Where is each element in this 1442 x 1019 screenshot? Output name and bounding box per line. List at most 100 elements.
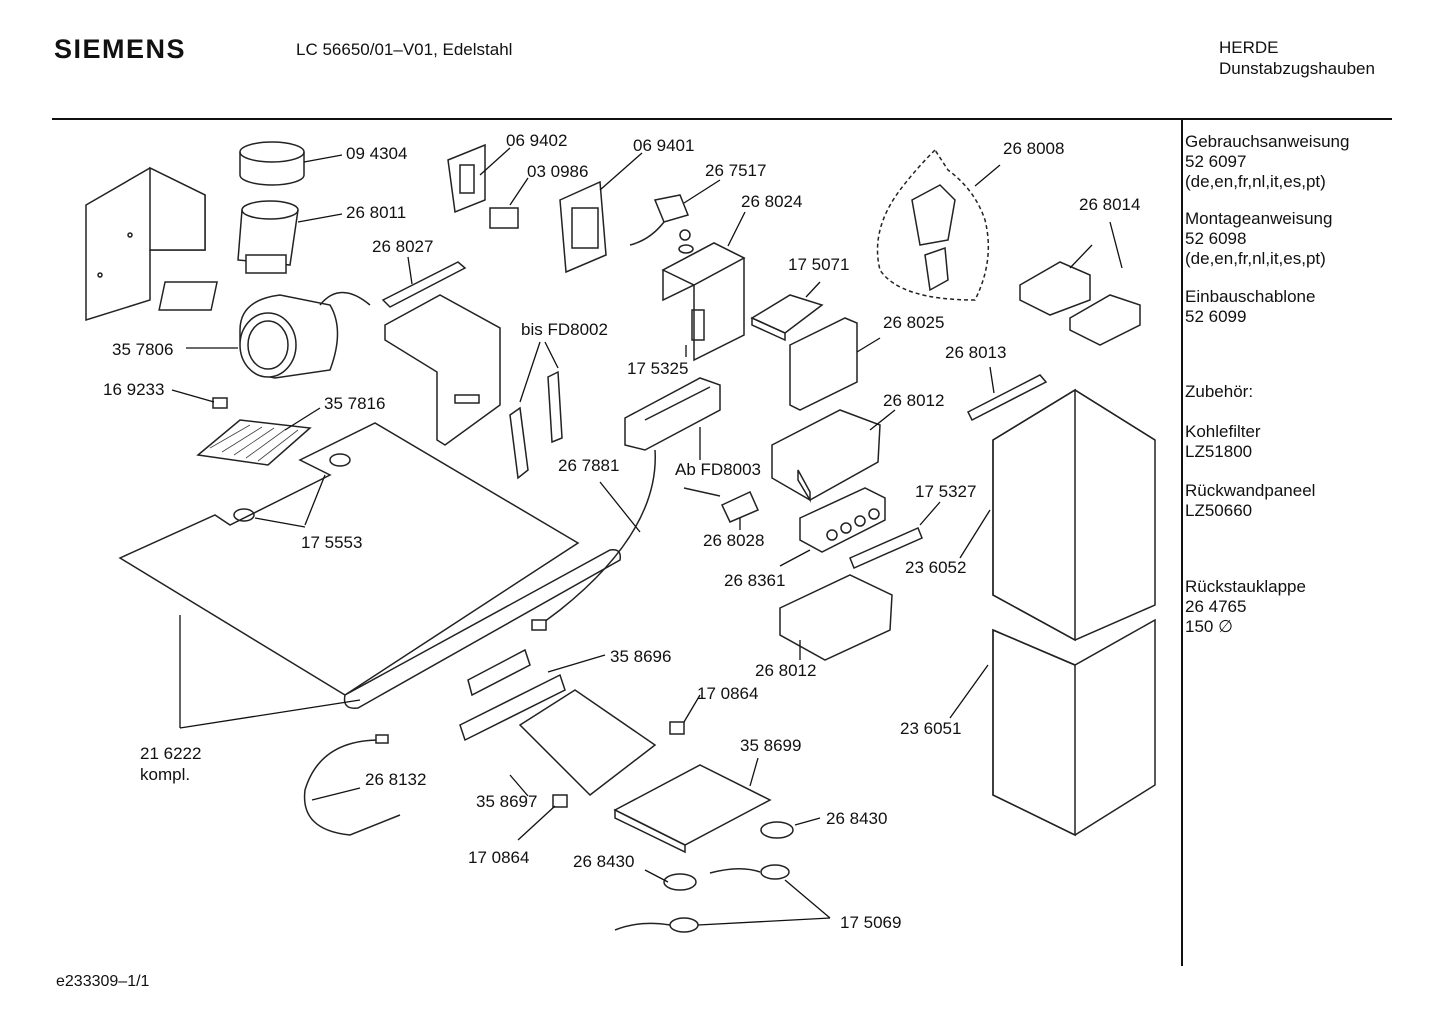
part-label: 17 5553 xyxy=(301,533,362,552)
accessories-heading: Zubehör: xyxy=(1185,382,1253,402)
part-label: 26 8430 xyxy=(573,852,634,871)
accessory-title: Kohlefilter xyxy=(1185,422,1261,441)
doc-number: 52 6098 xyxy=(1185,229,1247,248)
lamp-channel-drawing xyxy=(624,377,721,460)
lamp-fittings-drawing xyxy=(614,817,831,933)
switch-plate-drawing xyxy=(447,143,529,229)
power-plug-drawing xyxy=(629,179,721,246)
part-label: 26 8008 xyxy=(1003,139,1064,158)
part-label: 26 8025 xyxy=(883,313,944,332)
category-line-1: HERDE xyxy=(1219,38,1279,57)
accessories-label: Zubehör: xyxy=(1185,382,1254,401)
doc-title: Gebrauchsanweisung xyxy=(1185,132,1350,151)
wall-bracket-drawing xyxy=(85,166,206,322)
part-label: kompl. xyxy=(140,765,190,784)
part-label: 26 8011 xyxy=(346,203,406,222)
part-label: 03 0986 xyxy=(527,162,588,181)
hose-drawing xyxy=(531,449,656,631)
part-label: 17 0864 xyxy=(697,684,758,703)
part-label: 16 9233 xyxy=(103,380,164,399)
accessory-number: LZ50660 xyxy=(1185,501,1253,520)
doc-einbauschablone: Einbauschablone 52 6099 xyxy=(1185,287,1315,327)
part-label: 35 7806 xyxy=(112,340,173,359)
accessory-rueckstauklappe: Rückstauklappe 26 4765 150 ∅ xyxy=(1185,577,1306,637)
duct-ring-drawing xyxy=(239,141,343,186)
doc-gebrauchsanweisung: Gebrauchsanweisung 52 6097 (de,en,fr,nl,… xyxy=(1185,132,1349,192)
part-label: 26 8012 xyxy=(883,391,944,410)
part-label: 06 9402 xyxy=(506,131,567,150)
accessory-number: 26 4765 xyxy=(1185,597,1247,616)
doc-number: 52 6097 xyxy=(1185,152,1247,171)
mounting-strap-drawing xyxy=(966,366,1048,422)
front-frame-drawing xyxy=(459,648,657,797)
accessory-kohlefilter: Kohlefilter LZ51800 xyxy=(1185,422,1261,462)
part-label: 23 6051 xyxy=(900,719,961,738)
part-label: 26 8361 xyxy=(724,571,785,590)
part-label: 26 8132 xyxy=(365,770,426,789)
part-label: Ab FD8003 xyxy=(675,460,761,479)
part-label: 35 7816 xyxy=(324,394,385,413)
part-label: 26 8028 xyxy=(703,531,764,550)
support-bracket-drawing xyxy=(381,256,501,446)
transformer-drawing xyxy=(750,281,824,342)
socket-box-drawing xyxy=(559,152,643,274)
part-label: 26 8013 xyxy=(945,343,1006,362)
side-rails-drawing xyxy=(509,341,563,480)
part-label: 17 5071 xyxy=(788,255,849,274)
upper-chimney-drawing xyxy=(959,388,1156,642)
front-bar-drawing xyxy=(179,548,622,729)
model-title: LC 56650/01–V01, Edelstahl xyxy=(296,40,513,59)
part-label: 21 6222 xyxy=(140,744,201,763)
cable-harness-drawing xyxy=(303,734,401,836)
cover-box-drawing xyxy=(661,211,746,362)
doc-languages: (de,en,fr,nl,it,es,pt) xyxy=(1185,249,1326,268)
parts-bag-drawing xyxy=(876,148,1001,301)
part-label: 26 8430 xyxy=(826,809,887,828)
part-label: 35 8697 xyxy=(476,792,537,811)
part-label: 26 8012 xyxy=(755,661,816,680)
electronics-box-drawing xyxy=(771,409,896,503)
hood-panel-drawing xyxy=(118,422,580,696)
part-label: 17 5069 xyxy=(840,913,901,932)
grease-filter-drawing xyxy=(196,407,321,466)
accessory-title: Rückstauklappe xyxy=(1185,577,1306,596)
accessory-title: Rückwandpaneel xyxy=(1185,481,1316,500)
connector-drawing xyxy=(683,487,759,530)
accessory-rueckwandpaneel: Rückwandpaneel LZ50660 xyxy=(1185,481,1315,521)
part-label: 35 8699 xyxy=(740,736,801,755)
clip-drawing xyxy=(171,389,228,409)
drawing-code: e233309–1/1 xyxy=(56,973,150,990)
duct-adapter-drawing xyxy=(237,200,343,274)
doc-languages: (de,en,fr,nl,it,es,pt) xyxy=(1185,172,1326,191)
chimney-brackets-drawing xyxy=(1019,221,1141,346)
part-label: 09 4304 xyxy=(346,144,407,163)
lower-chimney-drawing xyxy=(949,618,1156,837)
part-label: 17 5327 xyxy=(915,482,976,501)
part-label: 26 8027 xyxy=(372,237,433,256)
fan-motor-drawing xyxy=(158,281,371,379)
part-label: 26 8014 xyxy=(1079,195,1140,214)
part-label: 26 7517 xyxy=(705,161,766,180)
part-label: 35 8696 xyxy=(610,647,671,666)
doc-montageanweisung: Montageanweisung 52 6098 (de,en,fr,nl,it… xyxy=(1185,209,1332,269)
brand-logo: SIEMENS xyxy=(54,34,187,64)
part-label: bis FD8002 xyxy=(521,320,608,339)
part-label: 23 6052 xyxy=(905,558,966,577)
part-label: 26 8024 xyxy=(741,192,802,211)
switch-panel-drawing xyxy=(849,501,941,569)
lower-filter-drawing xyxy=(613,757,772,854)
doc-title: Einbauschablone xyxy=(1185,287,1316,306)
lower-tray-drawing xyxy=(779,574,893,661)
small-clip-drawing xyxy=(517,694,701,841)
part-label: 17 0864 xyxy=(468,848,529,867)
part-label: 26 7881 xyxy=(558,456,619,475)
doc-title: Montageanweisung xyxy=(1185,209,1333,228)
doc-number: 52 6099 xyxy=(1185,307,1247,326)
sidebar-divider xyxy=(1181,120,1183,966)
part-label: 06 9401 xyxy=(633,136,694,155)
control-board-drawing xyxy=(779,487,886,567)
carbon-filter-drawing xyxy=(789,317,881,411)
accessory-diameter: 150 ∅ xyxy=(1185,617,1233,636)
header-divider xyxy=(52,118,1392,120)
